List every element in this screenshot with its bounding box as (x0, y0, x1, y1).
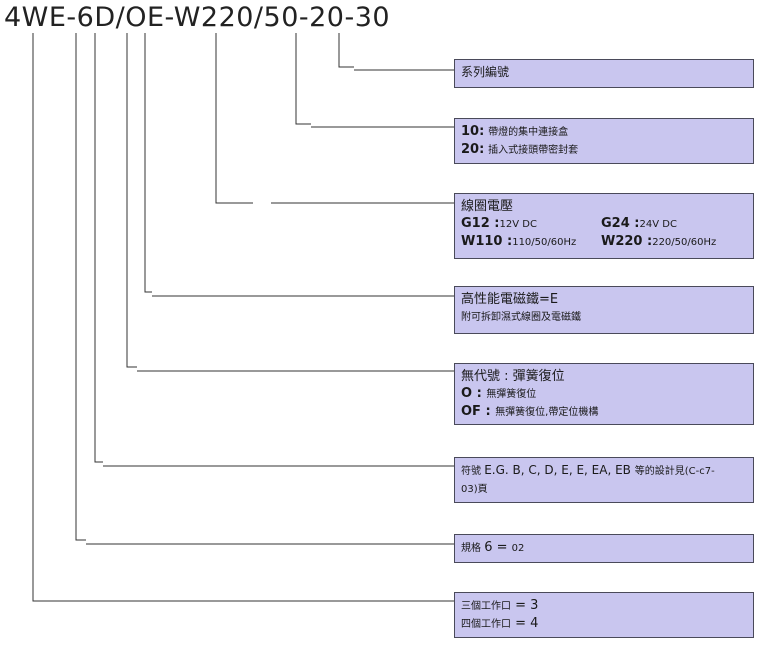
box-spring: 無代號 : 彈簧復位 O : 無彈簧復位 OF : 無彈簧復位,帶定位機構 (454, 363, 754, 425)
box-size: 規格 6 = 02 (454, 534, 754, 563)
size-label: 規格 (461, 543, 485, 554)
spring-o-text: 無彈簧復位 (486, 389, 537, 400)
box-symbol: 符號 E.G. B, C, D, E, E, EA, EB 等的設計見(C-c7… (454, 457, 754, 503)
voltage-g24-val: 24V DC (639, 219, 677, 230)
housing-text-10: 帶燈的集中連接盒 (488, 127, 569, 138)
symbol-ref-page: 03)頁 (461, 484, 488, 495)
voltage-g12-code: G12 : (461, 216, 500, 231)
size-val: 02 (511, 543, 525, 554)
housing-text-20: 插入式接頭帶密封套 (488, 145, 579, 156)
leader-line-voltage (215, 33, 253, 204)
leader-line-series (338, 33, 354, 68)
box-ports: 三個工作口 = 3 四個工作口 = 4 (454, 592, 754, 638)
box-series: 系列編號 (454, 59, 754, 88)
leader-line-solenoid (144, 33, 152, 293)
spring-o-code: O : (461, 386, 487, 401)
ports-3-val: = 3 (511, 598, 539, 613)
box-housing: 10: 帶燈的集中連接盒 20: 插入式接頭帶密封套 (454, 118, 754, 164)
voltage-w110-code: W110 : (461, 234, 513, 249)
spring-title-b: 彈簧復位 (512, 369, 565, 384)
voltage-g12-val: 12V DC (499, 219, 537, 230)
symbol-ref: 等的設計見(C-c7- (634, 466, 715, 477)
series-title: 系列編號 (461, 65, 510, 79)
size-code: 6 = (484, 540, 512, 555)
box-voltage: 線圈電壓 G12 :12V DC G24 :24V DC W110 :110/5… (454, 193, 754, 259)
solenoid-title: 高性能電磁鐵=E (461, 292, 559, 307)
symbol-codes: E.G. B, C, D, E, E, EA, EB (484, 463, 635, 477)
leader-line-housing (295, 33, 311, 125)
ports-4-val: = 4 (511, 616, 539, 631)
voltage-w110-val: 110/50/60Hz (512, 237, 577, 248)
spring-title-a: 無代號 : (461, 369, 513, 384)
ports-3-text: 三個工作口 (461, 601, 511, 612)
model-code: 4WE-6D/OE-W220/50-20-30 (4, 2, 391, 33)
ports-4-text: 四個工作口 (461, 619, 511, 630)
voltage-w220-val: 220/50/60Hz (652, 237, 717, 248)
leader-line-size (75, 33, 86, 541)
leader-line-symbol (94, 33, 103, 463)
voltage-w220-code: W220 : (601, 234, 653, 249)
solenoid-note: 附可拆卸濕式線圈及電磁鐵 (461, 312, 581, 323)
leader-line-ports (32, 33, 454, 602)
voltage-g24-code: G24 : (601, 216, 640, 231)
housing-code-20: 20: (461, 142, 485, 157)
spring-of-text: 無彈簧復位,帶定位機構 (495, 407, 599, 418)
box-solenoid: 高性能電磁鐵=E 附可拆卸濕式線圈及電磁鐵 (454, 286, 754, 334)
leader-line-spring (126, 33, 137, 368)
symbol-pre: 符號 (461, 466, 485, 477)
voltage-title: 線圈電壓 (461, 199, 514, 214)
housing-code-10: 10: (461, 124, 485, 139)
spring-of-code: OF : (461, 404, 496, 419)
